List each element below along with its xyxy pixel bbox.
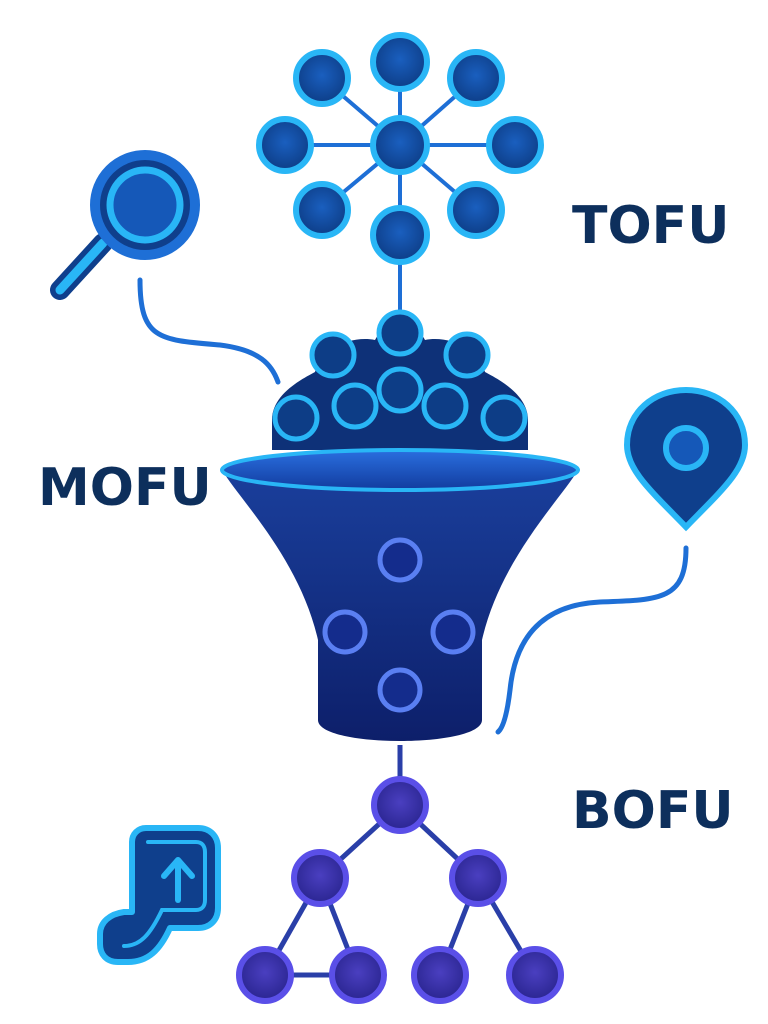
funnel-node — [322, 609, 368, 655]
bofu-node — [291, 849, 349, 907]
bofu-node — [411, 946, 469, 1004]
funnel-shape — [220, 448, 580, 741]
magnifier-icon — [50, 150, 200, 300]
tofu-network — [256, 32, 544, 330]
mofu-bubble-cluster — [272, 309, 528, 450]
tofu-node — [370, 32, 430, 92]
tofu-node — [293, 181, 351, 239]
tofu-node — [447, 49, 505, 107]
mofu-node — [376, 309, 424, 357]
bofu-node — [449, 849, 507, 907]
bofu-node — [371, 776, 429, 834]
stage-label-bofu: BOFU — [572, 781, 734, 841]
mofu-node — [421, 382, 469, 430]
mofu-node — [376, 366, 424, 414]
mofu-node — [480, 394, 528, 442]
tofu-node — [293, 49, 351, 107]
tofu-node — [447, 181, 505, 239]
stage-label-tofu: TOFU — [572, 196, 730, 256]
mofu-node — [272, 394, 320, 442]
connector-lines — [137, 277, 689, 735]
mofu-node — [309, 331, 357, 379]
mofu-node — [331, 382, 379, 430]
funnel-node — [377, 667, 423, 713]
bofu-tree — [236, 745, 564, 1004]
mofu-node — [443, 331, 491, 379]
funnel-node — [377, 537, 423, 583]
tofu-node — [486, 116, 544, 174]
funnel-node — [430, 609, 476, 655]
tofu-node — [256, 116, 314, 174]
bofu-node — [506, 946, 564, 1004]
bofu-node — [236, 946, 294, 1004]
tofu-node — [370, 205, 430, 265]
growth-map-icon — [97, 825, 221, 965]
location-pin-icon — [623, 386, 749, 532]
stage-label-mofu: MOFU — [38, 458, 212, 518]
bofu-node — [329, 946, 387, 1004]
tofu-hub-node — [370, 115, 430, 175]
